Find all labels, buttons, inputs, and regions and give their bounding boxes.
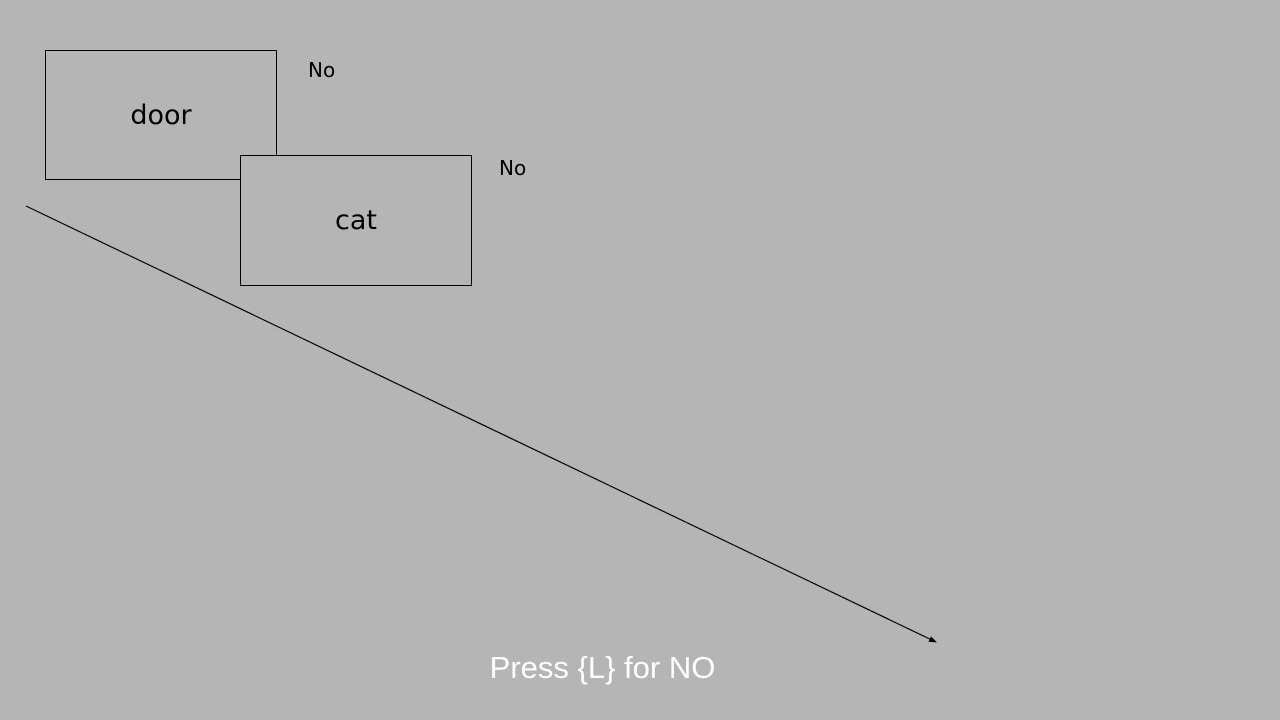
stimulus-word: cat xyxy=(335,205,377,236)
stimulus-box-door: door xyxy=(45,50,277,180)
stimulus-word: door xyxy=(130,99,192,131)
stimulus-box-cat: cat xyxy=(240,155,472,286)
instruction-text: Press {L} for NO xyxy=(489,650,716,685)
arrow-line xyxy=(25,205,937,643)
response-label: No xyxy=(308,58,336,82)
response-label: No xyxy=(499,156,527,180)
